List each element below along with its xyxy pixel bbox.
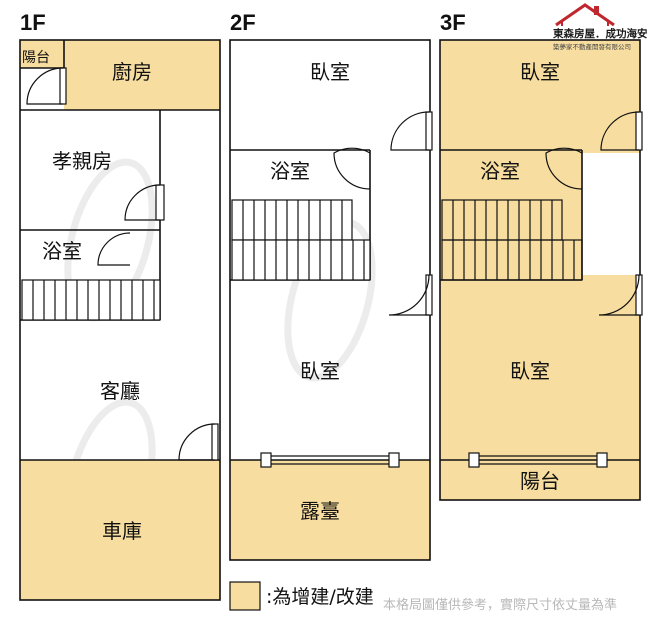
logo-subtitle: 築夢家不動產開發有限公司 [553, 43, 631, 51]
room-label-3f-bedroom-top: 臥室 [520, 60, 560, 84]
room-label-3f-balcony: 陽台 [520, 469, 560, 493]
floor-2f-label: 2F [230, 10, 256, 35]
room-label-1f-kitchen: 廚房 [112, 60, 152, 84]
floor-1f: 1F 陽台 廚房 孝親房 浴室 客廳 車庫 [19, 10, 221, 601]
logo-title: 東森房屋．成功海安 [553, 28, 648, 40]
room-label-1f-bathroom: 浴室 [42, 239, 82, 263]
doors-2f [333, 111, 433, 316]
doors-3f [545, 111, 643, 316]
garage-area [20, 460, 220, 600]
room-label-1f-garage: 車庫 [102, 519, 142, 543]
kitchen-area [64, 40, 220, 110]
disclaimer-text: 本格局圖僅供參考，實際尺寸依丈量為準 [383, 598, 618, 613]
balcony-area [20, 40, 64, 68]
room-label-2f-bathroom: 浴室 [270, 159, 310, 183]
room-label-1f-balcony: 陽台 [22, 50, 50, 66]
sliding-door-3f [468, 452, 608, 468]
sliding-door-2f [260, 452, 400, 468]
floor-3f-label: 3F [440, 10, 466, 35]
floor-1f-label: 1F [20, 10, 46, 35]
house-logo-icon [555, 3, 615, 27]
floor-3f: 3F 臥室 浴室 臥室 陽台 [439, 10, 643, 501]
legend-swatch [229, 581, 261, 611]
room-label-2f-bedroom-top: 臥室 [310, 60, 350, 84]
terrace-area [230, 460, 430, 560]
legend-text: :為增建/改建 [266, 586, 374, 608]
room-label-2f-bedroom-main: 臥室 [300, 359, 340, 383]
stairs-2f [231, 199, 371, 281]
room-label-1f-living-room: 客廳 [100, 379, 140, 403]
floor-3f-outline [439, 39, 641, 501]
stairs-3f [441, 199, 583, 281]
room-label-1f-filial-room: 孝親房 [52, 149, 112, 173]
floor-2f: 2F 臥室 浴室 臥室 露臺 [229, 10, 433, 561]
corridor-3f [582, 153, 640, 275]
stairs-1f [21, 279, 161, 321]
room-label-3f-bedroom-main: 臥室 [510, 359, 550, 383]
room-label-2f-terrace: 露臺 [300, 499, 340, 523]
doors-1f [26, 67, 219, 461]
room-label-3f-bathroom: 浴室 [480, 159, 520, 183]
